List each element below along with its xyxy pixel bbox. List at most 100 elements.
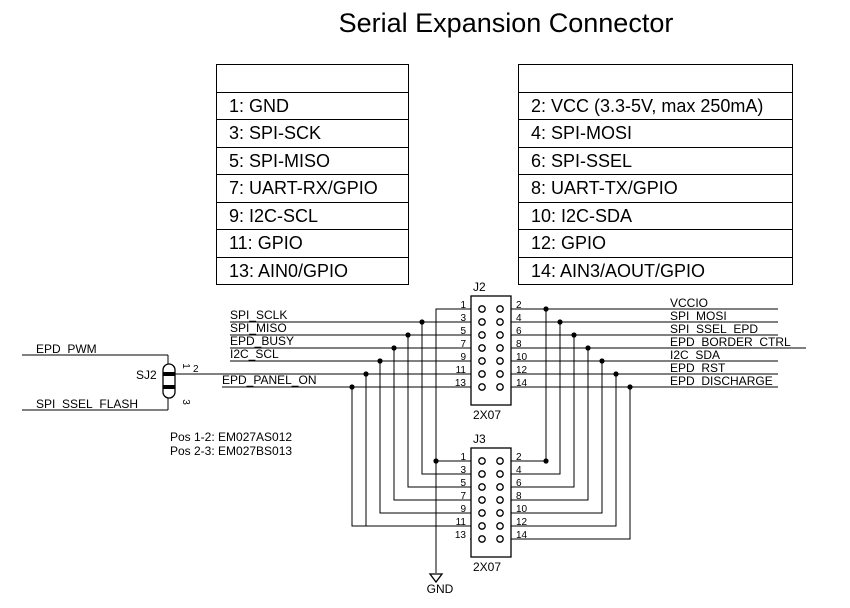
pin-number: 11	[456, 365, 467, 376]
pin-circle	[496, 344, 504, 352]
net-label: SPI_SSEL_EPD	[670, 322, 758, 336]
pin-number: 7	[460, 339, 466, 350]
table-row: 10: I2C-SDA	[518, 201, 793, 230]
net-wire	[512, 361, 603, 514]
table-cell: 14: AIN3/AOUT/GPIO	[518, 256, 793, 285]
table-cell: 2: VCC (3.3-5V, max 250mA)	[518, 91, 793, 120]
pin-number: 9	[460, 352, 466, 363]
pin-circle	[496, 305, 504, 313]
table-cell: 11: GPIO	[216, 229, 409, 258]
pin-circle	[496, 370, 504, 378]
table-cell	[216, 64, 409, 93]
net-label: EPD_BORDER_CTRL	[670, 335, 791, 349]
net-label: EPD_PWM	[36, 342, 97, 356]
net-wire	[512, 348, 589, 501]
net-label: EPD_RST	[670, 361, 726, 375]
table-cell: 12: GPIO	[518, 229, 793, 258]
pin-number: 3	[460, 313, 466, 324]
pin-number: 13	[455, 530, 467, 541]
junction-dot	[433, 458, 439, 464]
table-cell: 8: UART-TX/GPIO	[518, 174, 793, 203]
pin-number: 11	[456, 517, 467, 528]
pin-circle	[496, 457, 504, 465]
gnd-label: GND	[427, 582, 454, 596]
net-wire	[435, 308, 470, 573]
pin-number: 5	[460, 478, 466, 489]
pin-number: 9	[460, 504, 466, 515]
pin-number: 10	[516, 352, 528, 363]
table-row: 9: I2C-SCL	[216, 201, 409, 230]
j2-type: 2X07	[473, 408, 501, 422]
jumper-pin-number: 1	[180, 363, 191, 369]
pin-circle	[496, 357, 504, 365]
junction-dot	[627, 384, 633, 390]
pin-number: 14	[516, 530, 528, 541]
pin-number: 8	[516, 491, 522, 502]
pin-number: 1	[460, 300, 466, 311]
net-wire	[379, 361, 470, 514]
net-label: SPI_SSEL_FLASH	[36, 397, 138, 411]
pin-number: 4	[516, 313, 522, 324]
j2-connector-body	[470, 295, 512, 406]
table-row: 8: UART-TX/GPIO	[518, 174, 793, 203]
table-row: 6: SPI-SSEL	[518, 146, 793, 175]
pin-circle	[478, 357, 486, 365]
table-cell: 6: SPI-SSEL	[518, 146, 793, 175]
pin-number: 12	[516, 517, 528, 528]
right-pin-table: 2: VCC (3.3-5V, max 250mA) 4: SPI-MOSI 6…	[518, 64, 793, 285]
pin-circle	[496, 470, 504, 478]
pin-number: 10	[516, 504, 528, 515]
pin-circle	[478, 470, 486, 478]
pin-circle	[478, 383, 486, 391]
pin-circle	[478, 483, 486, 491]
net-label: SPI_MOSI	[670, 309, 727, 323]
net-wire	[365, 374, 470, 527]
pin-number: 6	[516, 478, 522, 489]
table-cell: 5: SPI-MISO	[216, 146, 409, 175]
net-wire	[512, 322, 561, 475]
pin-circle	[496, 318, 504, 326]
solder-jumper-icon	[162, 363, 176, 399]
net-wire	[512, 335, 575, 488]
pin-number: 13	[455, 378, 467, 389]
pin-circle	[496, 331, 504, 339]
jumper-name: SJ2	[136, 368, 157, 382]
table-row: 13: AIN0/GPIO	[216, 256, 409, 285]
pin-circle	[478, 535, 486, 543]
pin-circle	[478, 509, 486, 517]
pin-number: 2	[516, 452, 522, 463]
table-row: 11: GPIO	[216, 229, 409, 258]
net-label: VCCIO	[670, 296, 708, 310]
pin-number: 2	[516, 300, 522, 311]
table-row: 4: SPI-MOSI	[518, 119, 793, 148]
j3-type: 2X07	[473, 560, 501, 574]
page-title: Serial Expansion Connector	[338, 8, 674, 38]
junction-dot	[613, 371, 619, 377]
net-wire	[407, 335, 470, 488]
ground-icon	[428, 573, 444, 584]
junction-dot	[543, 458, 549, 464]
net-wire	[421, 322, 470, 475]
table-cell: 3: SPI-SCK	[216, 119, 409, 148]
net-wire	[351, 387, 470, 527]
pin-number: 6	[516, 326, 522, 337]
net-wire	[393, 348, 470, 501]
table-row	[518, 64, 793, 93]
junction-dot	[543, 306, 549, 312]
junction-dot	[557, 319, 563, 325]
pin-circle	[496, 496, 504, 504]
table-cell: 4: SPI-MOSI	[518, 119, 793, 148]
pin-number: 1	[460, 452, 466, 463]
j3-connector-body	[470, 447, 512, 558]
table-cell	[518, 64, 793, 93]
pin-circle	[478, 370, 486, 378]
table-cell: 9: I2C-SCL	[216, 201, 409, 230]
table-cell: 13: AIN0/GPIO	[216, 256, 409, 285]
table-row: 1: GND	[216, 91, 409, 120]
junction-dot	[419, 319, 425, 325]
net-wire	[512, 387, 631, 540]
pin-circle	[496, 483, 504, 491]
junction-dot	[391, 345, 397, 351]
pin-circle	[496, 509, 504, 517]
table-cell: 1: GND	[216, 91, 409, 120]
